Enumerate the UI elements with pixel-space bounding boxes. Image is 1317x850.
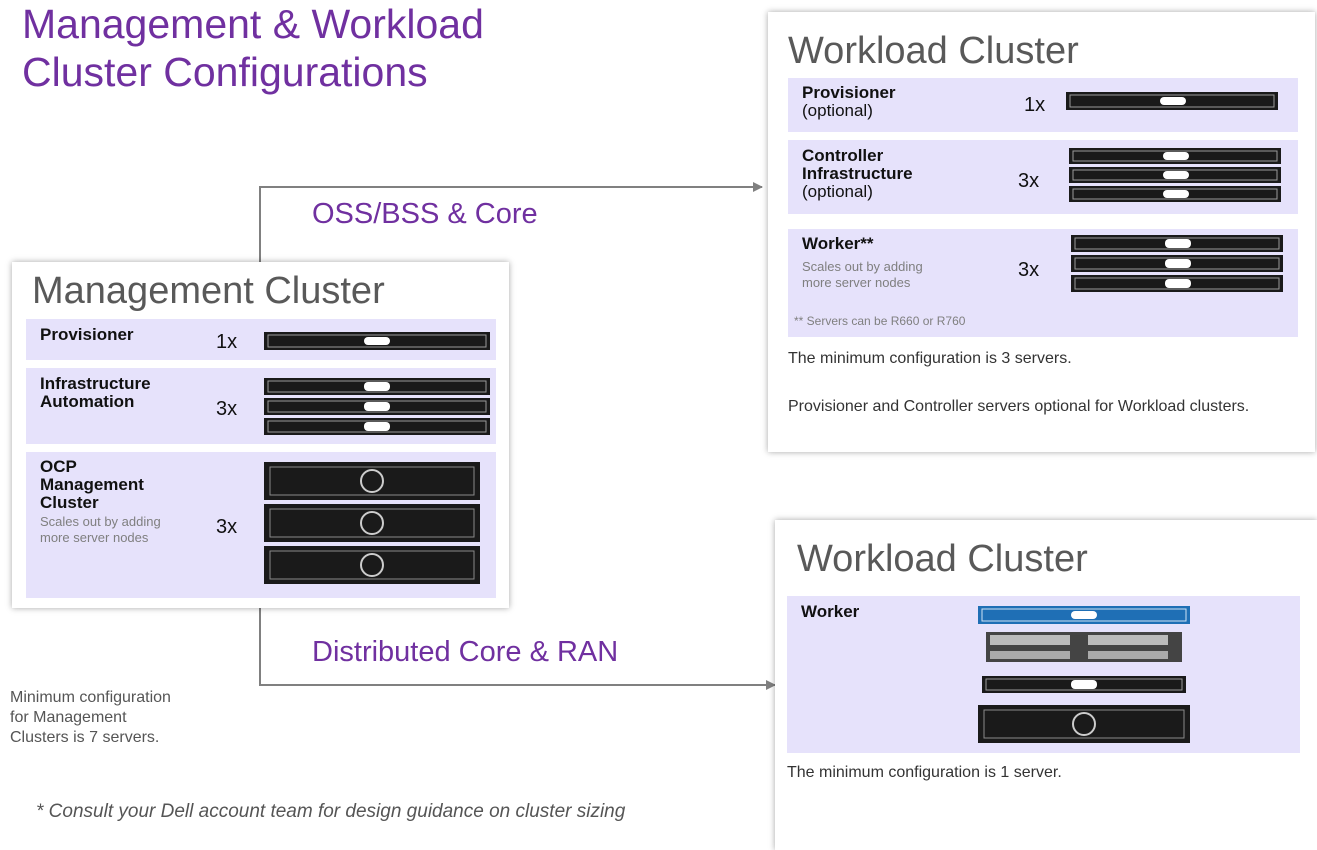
- server-1u-icon: [1066, 92, 1278, 110]
- workload-top-provisioner-label-1: Provisioner: [802, 83, 896, 102]
- workload-top-row-controller: Controller Infrastructure (optional) 3x: [788, 140, 1298, 214]
- workload-cluster-top-card: Workload Cluster Provisioner (optional) …: [768, 12, 1315, 452]
- title-line-2: Cluster Configurations: [22, 49, 428, 95]
- workload-top-controller-count: 3x: [1018, 170, 1040, 192]
- server-mixed-stack-icon: [978, 606, 1190, 743]
- management-row-infrastructure: Infrastructure Automation 3x: [26, 368, 496, 444]
- page-title: Management & Workload Cluster Configurat…: [22, 0, 484, 96]
- workload-top-provisioner-label: Provisioner (optional): [802, 84, 896, 120]
- workload-top-title: Workload Cluster: [788, 30, 1079, 72]
- workload-top-controller-label-1: Controller: [802, 146, 884, 165]
- management-minimum-note: Minimum configuration for Management Clu…: [10, 688, 171, 748]
- management-minimum-line-2: for Management: [10, 709, 127, 726]
- management-infrastructure-label-1: Infrastructure: [40, 374, 151, 393]
- workload-top-worker-sub-2: more server nodes: [802, 275, 911, 290]
- management-provisioner-count: 1x: [216, 331, 238, 353]
- server-1u-stack-icon: [1071, 235, 1283, 292]
- server-1u-icon: [264, 332, 490, 350]
- workload-top-worker-label: Worker**: [802, 234, 874, 253]
- workload-bottom-title: Workload Cluster: [797, 538, 1088, 580]
- management-row-provisioner: Provisioner 1x: [26, 319, 496, 360]
- management-cluster-title: Management Cluster: [32, 270, 385, 312]
- management-ocp-label-1: OCP: [40, 457, 77, 476]
- workload-bottom-minimum: The minimum configuration is 1 server.: [787, 764, 1062, 781]
- management-minimum-line-1: Minimum configuration: [10, 689, 171, 706]
- workload-top-worker-count: 3x: [1018, 259, 1040, 281]
- bottom-connector-arrow: [259, 608, 776, 690]
- workload-top-controller-label-2: Infrastructure: [802, 164, 913, 183]
- management-row-ocp: OCP Management Cluster Scales out by add…: [26, 452, 496, 598]
- management-ocp-count: 3x: [216, 516, 238, 538]
- workload-top-controller-optional: (optional): [802, 182, 873, 201]
- workload-top-worker-sub: Scales out by adding more server nodes: [802, 259, 923, 291]
- workload-top-server-footnote: ** Servers can be R660 or R760: [794, 314, 966, 328]
- workload-top-controller-label: Controller Infrastructure (optional): [802, 147, 913, 201]
- flow-label-top: OSS/BSS & Core: [312, 198, 538, 230]
- management-ocp-label: OCP Management Cluster: [40, 458, 144, 512]
- consult-footnote: * Consult your Dell account team for des…: [36, 801, 626, 822]
- workload-top-provisioner-count: 1x: [1024, 94, 1046, 116]
- management-ocp-label-3: Cluster: [40, 493, 99, 512]
- workload-bottom-row-worker: Worker: [787, 596, 1300, 753]
- title-line-1: Management & Workload: [22, 1, 484, 47]
- management-infrastructure-label-2: Automation: [40, 392, 135, 411]
- workload-top-optional-note: Provisioner and Controller servers optio…: [788, 398, 1250, 415]
- workload-top-provisioner-optional: (optional): [802, 101, 873, 120]
- workload-cluster-bottom-card: Workload Cluster Worker The minimum conf…: [775, 520, 1317, 850]
- management-ocp-sub: Scales out by adding more server nodes: [40, 514, 161, 546]
- top-connector-arrow: [259, 182, 763, 262]
- server-1u-stack-icon: [1069, 148, 1281, 202]
- management-cluster-card: Management Cluster Provisioner 1x Infras…: [12, 262, 509, 608]
- management-ocp-label-2: Management: [40, 475, 144, 494]
- management-infrastructure-count: 3x: [216, 398, 238, 420]
- management-ocp-sub-1: Scales out by adding: [40, 514, 161, 529]
- management-ocp-sub-2: more server nodes: [40, 530, 149, 545]
- server-1u-stack-icon: [264, 378, 490, 435]
- management-minimum-line-3: Clusters is 7 servers.: [10, 729, 160, 746]
- flow-label-bottom: Distributed Core & RAN: [312, 636, 619, 668]
- workload-bottom-worker-label: Worker: [801, 602, 860, 621]
- management-provisioner-label: Provisioner: [40, 325, 134, 344]
- workload-top-worker-sub-1: Scales out by adding: [802, 259, 923, 274]
- server-2u-stack-icon: [264, 462, 480, 584]
- management-infrastructure-label: Infrastructure Automation: [40, 375, 151, 411]
- workload-top-minimum: The minimum configuration is 3 servers.: [788, 350, 1072, 367]
- workload-top-row-provisioner: Provisioner (optional) 1x: [788, 78, 1298, 132]
- workload-top-row-worker: Worker** Scales out by adding more serve…: [788, 229, 1298, 337]
